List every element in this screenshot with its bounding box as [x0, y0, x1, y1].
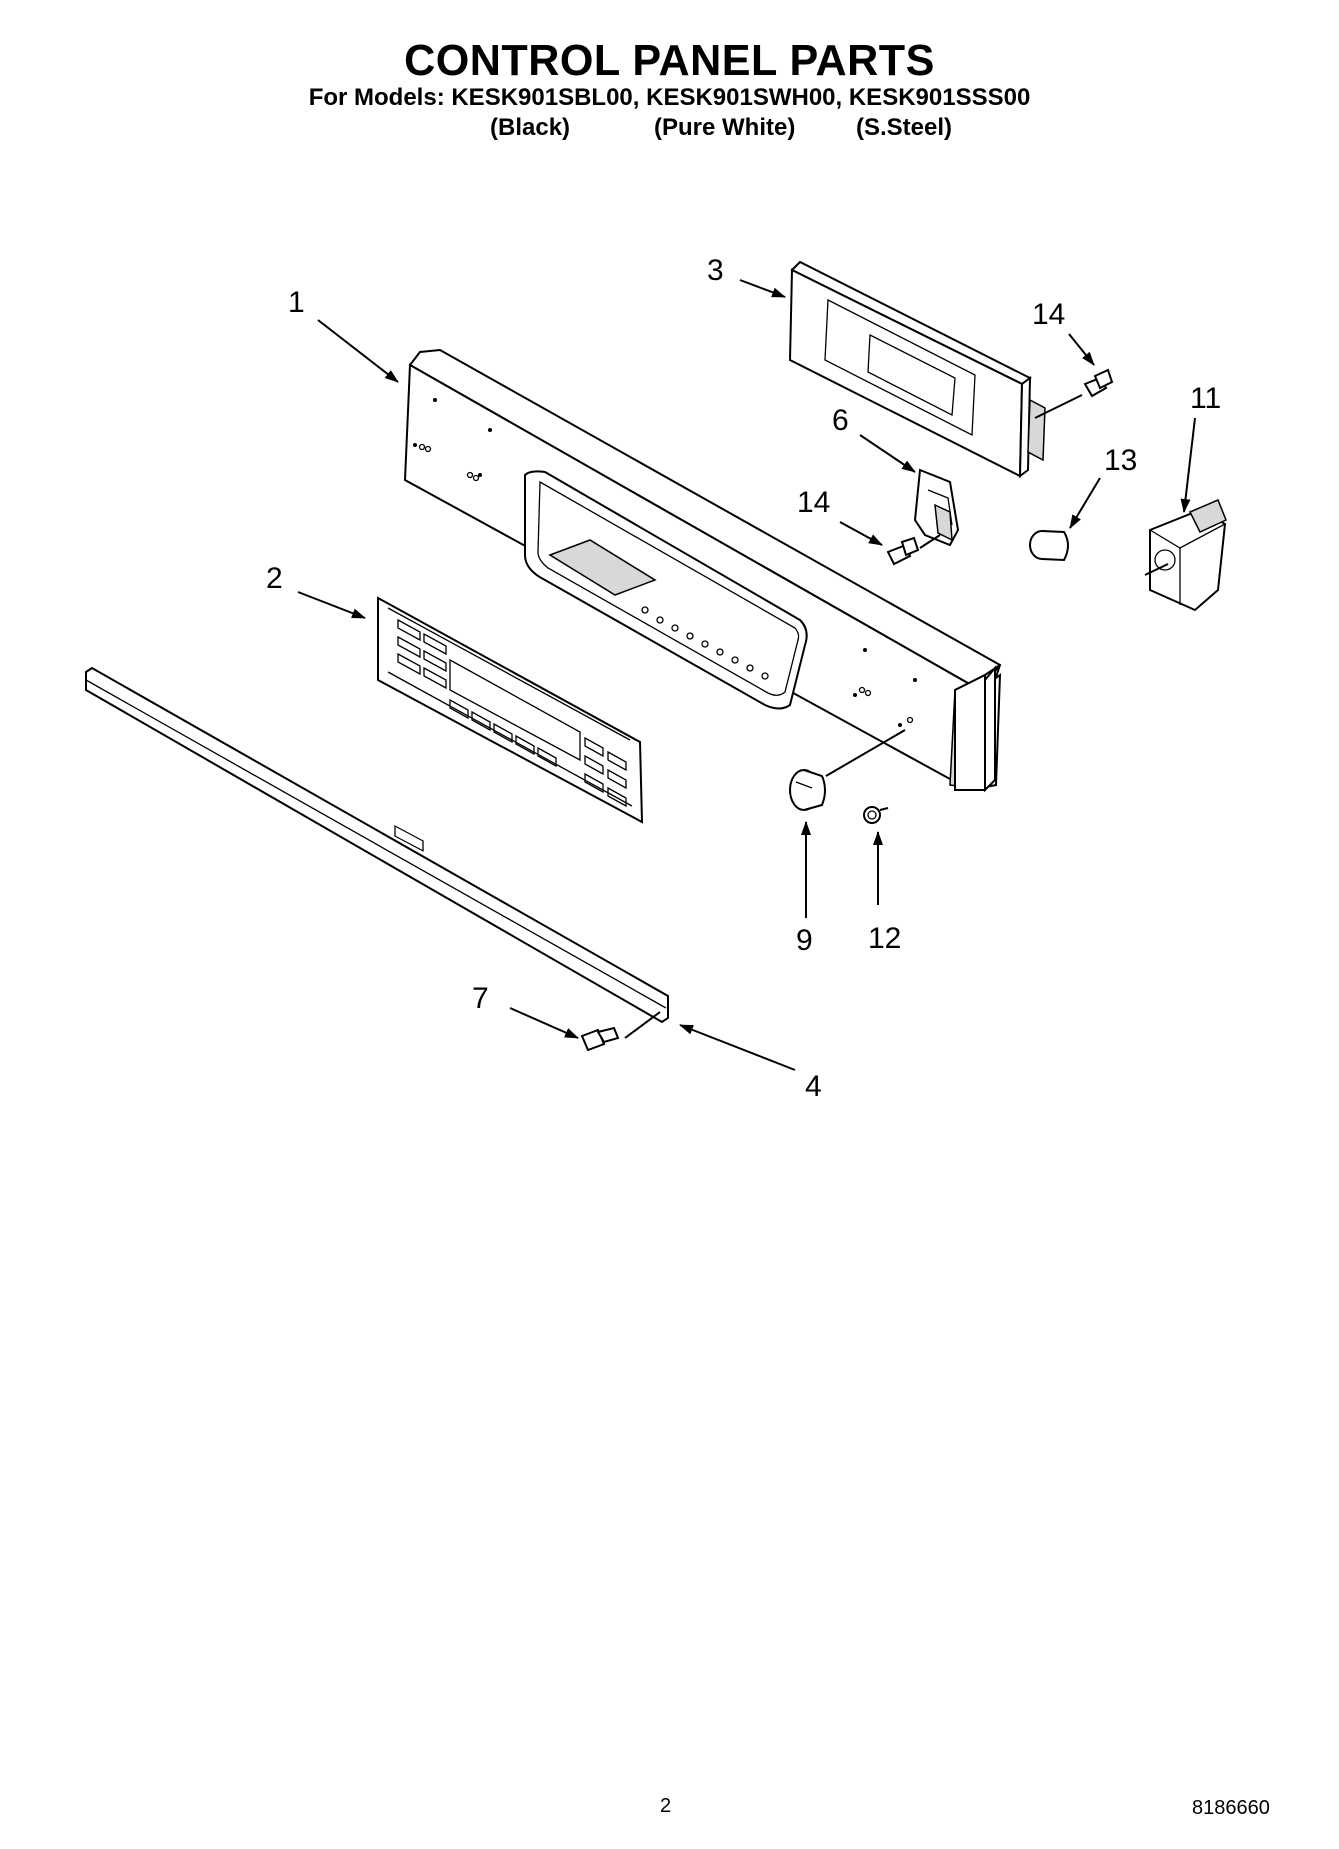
part-1-control-panel: [403, 348, 1002, 793]
document-number: 8186660: [1192, 1797, 1270, 1819]
part-7-screw: [580, 1026, 620, 1052]
callout-11: 11: [1190, 382, 1221, 415]
callout-9: 9: [796, 924, 813, 957]
part-4-trim-strip: [85, 666, 669, 1024]
models-line: For Models: KESK901SBL00, KESK901SWH00, …: [308, 84, 1031, 111]
part-2-overlay: [377, 596, 644, 852]
callout-14-upper: 14: [1032, 298, 1065, 331]
callout-12: 12: [868, 922, 901, 955]
callout-2: 2: [266, 562, 283, 595]
callout-4: 4: [805, 1070, 822, 1103]
page-number: 2: [660, 1795, 672, 1817]
part-14-screw-lower: [886, 536, 920, 566]
callout-1: 1: [288, 286, 305, 319]
part-13-button: [1029, 530, 1069, 562]
leader-lines: [297, 279, 1196, 1071]
part-6-bracket: [913, 468, 960, 547]
page-title: CONTROL PANEL PARTS: [404, 36, 935, 85]
part-12-insert: [863, 806, 889, 824]
variant-stainless: (S.Steel): [856, 114, 953, 141]
callout-13: 13: [1104, 444, 1137, 477]
part-3-control-board: [788, 260, 1046, 479]
part-14-screw-upper: [1083, 368, 1114, 398]
callout-6: 6: [832, 404, 849, 437]
callout-3: 3: [707, 254, 724, 287]
variant-pure-white: (Pure White): [654, 114, 796, 141]
callout-14-lower: 14: [797, 486, 830, 519]
part-11-switch: [1144, 499, 1227, 612]
variant-black: (Black): [490, 114, 571, 141]
part-9-knob: [789, 769, 826, 811]
callout-7: 7: [472, 982, 489, 1015]
